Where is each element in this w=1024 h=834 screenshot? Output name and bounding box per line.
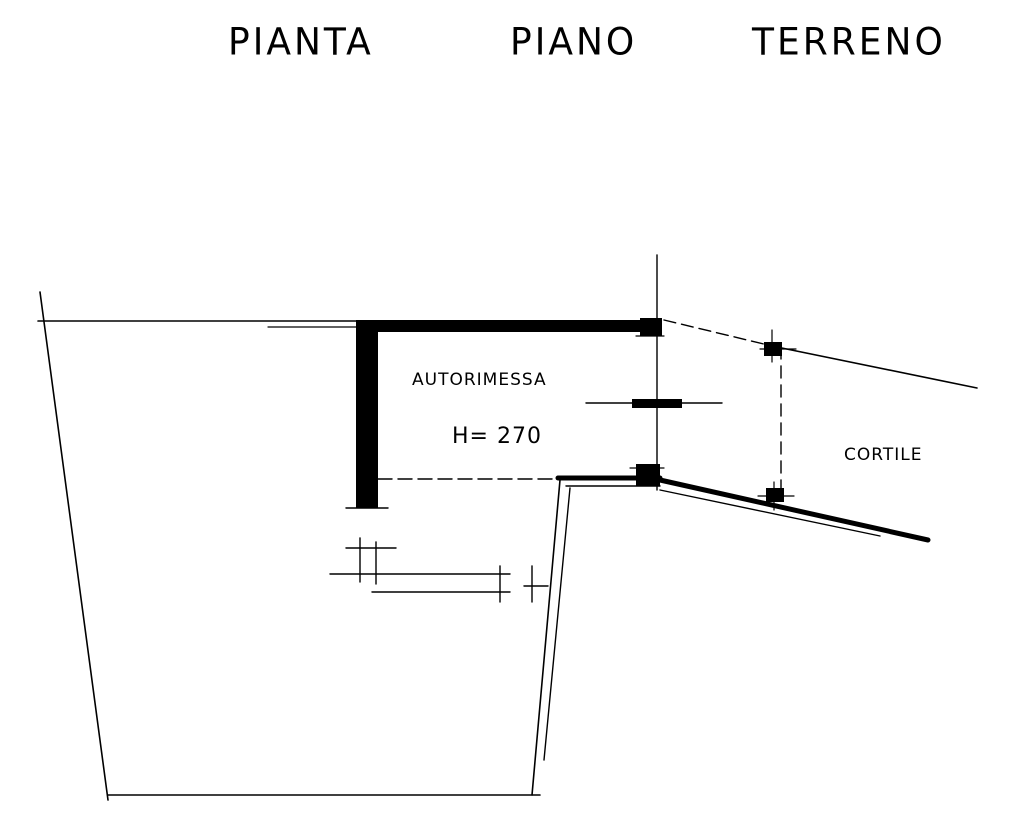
title-word-piano: PIANO: [510, 20, 638, 65]
garage-label: AUTORIMESSA: [412, 370, 547, 390]
courtyard-marker-bottom: [766, 488, 784, 502]
inner-wall-inner-line: [543, 487, 571, 761]
door-symbol: [632, 399, 682, 408]
courtyard-bottom-wall-inner: [659, 489, 881, 537]
lot-left-boundary: [39, 291, 109, 801]
courtyard-bottom-wall: [657, 477, 931, 543]
courtyard-label: CORTILE: [844, 445, 922, 465]
inner-wall-outer-line: [531, 479, 561, 796]
courtyard-top-dashed: [663, 319, 773, 347]
garage-top-wall: [356, 320, 660, 332]
title-word-terreno: TERRENO: [752, 20, 946, 65]
plan-title: PIANTA PIANO TERRENO: [228, 14, 1008, 74]
garage-left-wall: [356, 320, 378, 508]
title-word-pianta: PIANTA: [228, 20, 374, 65]
garage-corner-post-top: [640, 318, 662, 336]
garage-height-label: H= 270: [452, 424, 542, 449]
courtyard-top-solid: [771, 345, 978, 389]
